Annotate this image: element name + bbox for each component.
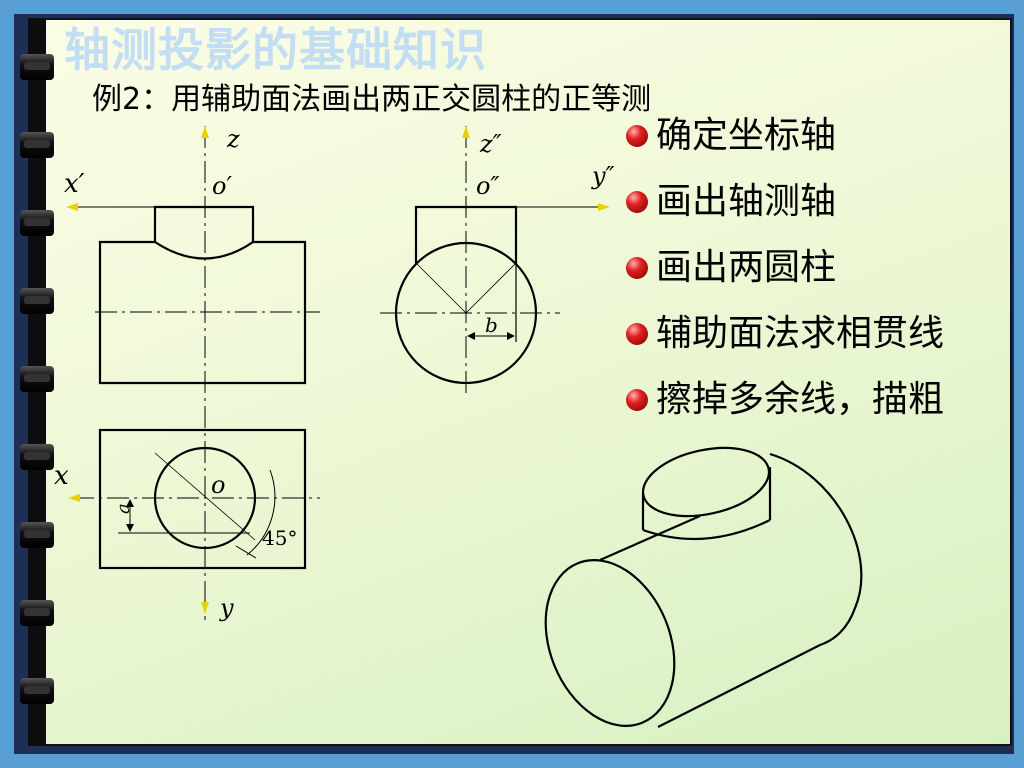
step-item: 擦掉多余线，描粗 xyxy=(626,376,944,442)
arrow-left-icon xyxy=(68,494,80,502)
iso-cylinder-far-end xyxy=(769,452,863,647)
step-item: 画出两圆柱 xyxy=(626,244,944,310)
slide-title: 轴测投影的基础知识 xyxy=(64,23,487,77)
isometric-view xyxy=(544,446,863,728)
binder-ring xyxy=(20,600,54,626)
side-b-label: b xyxy=(485,313,498,337)
bullet-icon xyxy=(626,323,648,345)
bullet-icon xyxy=(626,125,648,147)
auxiliary-line xyxy=(465,262,517,314)
arrow-up-icon xyxy=(462,126,470,138)
step-item: 确定坐标轴 xyxy=(626,112,944,178)
side-view xyxy=(380,126,606,395)
binder-ring xyxy=(20,288,54,314)
arrow-left-icon xyxy=(66,203,78,211)
binder-ring xyxy=(20,678,54,704)
example-heading: 例2：用辅助面法画出两正交圆柱的正等测 xyxy=(92,82,652,117)
top-circle xyxy=(153,446,257,550)
iso-cylinder-near-end xyxy=(544,559,676,727)
angle-tick xyxy=(235,545,257,559)
iso-vertical-top-ellipse xyxy=(641,446,771,518)
top-x-label: x xyxy=(54,461,69,491)
angle-arc xyxy=(246,469,276,556)
binder-ring xyxy=(20,54,54,80)
top-view xyxy=(72,428,320,570)
binder-ring xyxy=(20,210,54,236)
bullet-icon xyxy=(626,191,648,213)
step-label: 擦掉多余线，描粗 xyxy=(656,379,945,420)
step-label: 画出两圆柱 xyxy=(656,247,837,288)
front-z-label: z xyxy=(226,125,240,153)
iso-cylinder-top-edge xyxy=(599,514,701,562)
front-horizontal-cylinder xyxy=(98,240,307,385)
binder-ring xyxy=(20,522,54,548)
binder-ring xyxy=(20,444,54,470)
step-label: 辅助面法求相贯线 xyxy=(656,313,945,354)
side-circle xyxy=(394,241,538,385)
top-angle-label: 45° xyxy=(262,526,297,550)
step-item: 辅助面法求相贯线 xyxy=(626,310,944,376)
side-y-label: y″ xyxy=(591,162,615,190)
top-o-label: o xyxy=(211,471,225,499)
arrow-up-icon xyxy=(201,126,209,138)
front-vertical-cylinder xyxy=(153,205,255,242)
top-y-label: y xyxy=(219,594,234,622)
step-item: 画出轴测轴 xyxy=(626,178,944,244)
bullet-icon xyxy=(626,257,648,279)
front-o-label: o′ xyxy=(212,172,232,200)
binder-ring xyxy=(20,132,54,158)
side-o-label: o″ xyxy=(476,172,499,200)
arrow-right-icon xyxy=(598,203,610,211)
front-x-label: x′ xyxy=(64,169,85,199)
auxiliary-line xyxy=(415,262,467,314)
iso-cylinder-bottom-edge xyxy=(657,644,821,728)
step-label: 确定坐标轴 xyxy=(656,115,837,156)
side-z-label: z″ xyxy=(479,130,502,158)
arrow-down-icon xyxy=(201,602,209,614)
top-rectangle xyxy=(98,428,307,570)
bullet-icon xyxy=(626,389,648,411)
iso-intersection-curve xyxy=(642,519,771,541)
front-view xyxy=(70,126,320,620)
auxiliary-line xyxy=(154,452,256,541)
steps-list: 确定坐标轴 画出轴测轴 画出两圆柱 辅助面法求相贯线 擦掉多余线，描粗 xyxy=(626,112,944,442)
binder-ring xyxy=(20,366,54,392)
top-a-label: a xyxy=(113,503,134,514)
step-label: 画出轴测轴 xyxy=(656,181,837,222)
side-vertical-cylinder xyxy=(414,205,518,264)
